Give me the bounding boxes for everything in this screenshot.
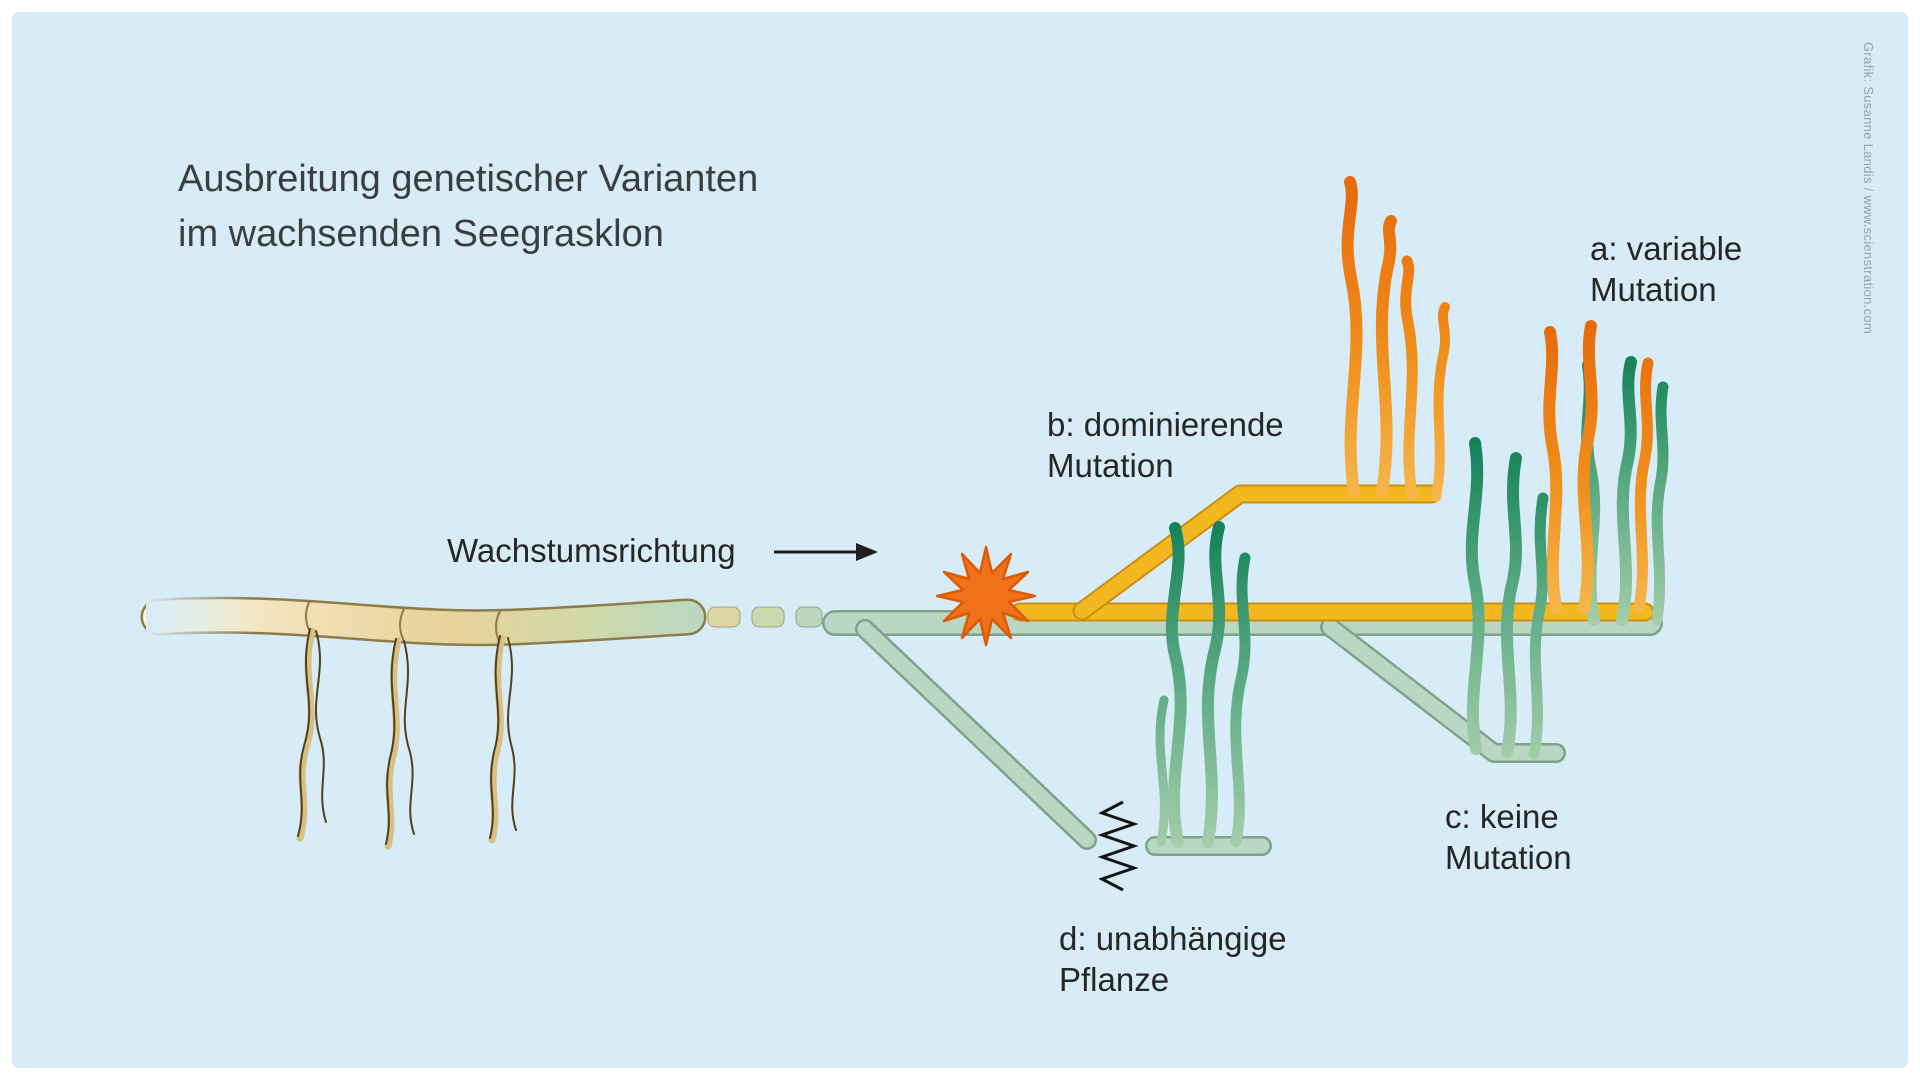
rhizome-roots [296, 627, 517, 850]
rhizome-fade [146, 575, 252, 665]
label-b-line2: Mutation [1047, 447, 1174, 484]
growth-gap-dashes [707, 606, 823, 628]
label-d-independent-plant: d: unabhängige Pflanze [1059, 918, 1287, 1000]
label-d-line2: Pflanze [1059, 961, 1170, 998]
growth-direction-label: Wachstumsrichtung [447, 532, 736, 569]
label-a-variable-mutation: a: variable Mutation [1590, 228, 1742, 310]
label-c-no-mutation: c: keine Mutation [1445, 796, 1572, 878]
rhizome-joint [399, 608, 405, 642]
arrowhead-icon [856, 543, 878, 561]
label-b-dominant-mutation: b: dominierende Mutation [1047, 404, 1284, 486]
title-line1: Ausbreitung genetischer Varianten [178, 158, 759, 200]
label-c-line2: Mutation [1445, 839, 1572, 876]
label-c-line1: c: keine [1445, 798, 1559, 835]
page-title: Ausbreitung genetischer Varianten im wac… [178, 152, 758, 262]
title-line2: im wachsenden Seegrasklon [178, 213, 664, 255]
shoots-green-d [1155, 521, 1251, 848]
shoots-green-c [1465, 437, 1549, 760]
label-a-line2: Mutation [1590, 271, 1717, 308]
panel-background [12, 12, 1908, 1068]
shoots-orange-a [1543, 320, 1654, 614]
mutation-starburst-icon [935, 545, 1037, 647]
break-zigzag-icon [1097, 800, 1139, 892]
label-b-line1: b: dominierende [1047, 406, 1284, 443]
growth-direction-arrow [774, 543, 878, 561]
credit-text: Grafik: Susanne Landis / www.scienstrati… [1861, 42, 1876, 334]
label-a-line1: a: variable [1590, 230, 1743, 267]
shoots-orange-b [1341, 176, 1450, 502]
label-d-line1: d: unabhängige [1059, 920, 1287, 957]
rhizome-joint [305, 599, 311, 633]
seagrass-rhizome [140, 596, 707, 647]
